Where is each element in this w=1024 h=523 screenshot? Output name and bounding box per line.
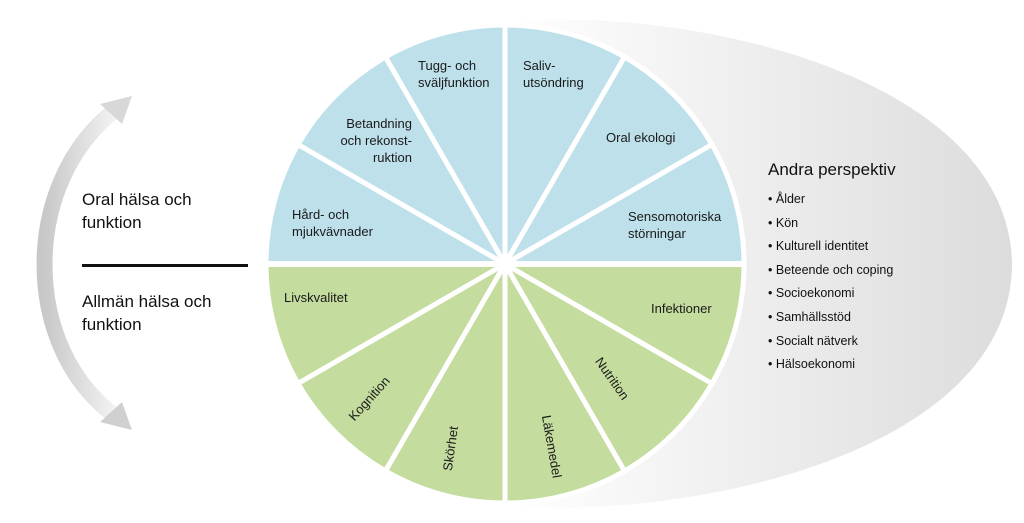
perspectives-list: • Ålder • Kön • Kulturell identitet • Be… [768, 192, 893, 381]
oral-health-heading: Oral hälsa och funktion [82, 190, 192, 232]
perspective-item: • Beteende och coping [768, 262, 894, 277]
general-health-heading: Allmän hälsa och funktion [82, 292, 212, 334]
sector-label-hard-mjukvavnader: Hård- och mjukvävnader [292, 207, 373, 239]
sector-label-oral-ekologi: Oral ekologi [606, 130, 676, 145]
sector-label-livskvalitet: Livskvalitet [284, 290, 348, 305]
perspective-item: • Kön [768, 215, 799, 230]
perspective-item: • Socioekonomi [768, 286, 855, 301]
general-sector [502, 261, 627, 506]
oral-sector [502, 22, 627, 267]
general-sector [383, 261, 508, 506]
wheel [263, 22, 747, 506]
perspective-item: • Samhällsstöd [768, 309, 851, 324]
perspective-item: • Hälsoekonomi [768, 357, 856, 372]
general-sector [502, 261, 747, 386]
general-sector [263, 261, 508, 386]
perspective-item: • Socialt nätverk [768, 333, 858, 348]
oral-sector [502, 142, 747, 267]
general-sector [502, 261, 715, 474]
sector-label-betandning: Betandning och rekonst-ruktion [340, 116, 412, 165]
divider [82, 264, 248, 267]
sector-label-tugg-svalj: Tugg- och sväljfunktion [418, 58, 490, 90]
arrow-head-down [100, 402, 132, 430]
cycle-arrow [36, 96, 132, 430]
perspectives-title: Andra perspektiv [768, 160, 896, 179]
perspective-item: • Ålder [768, 192, 806, 206]
sector-label-saliv: Saliv-utsöndring [523, 58, 584, 90]
oral-sector [383, 22, 508, 267]
oral-sector [295, 54, 508, 267]
sector-label-infektioner: Infektioner [651, 301, 712, 316]
wheel-hub [497, 256, 513, 272]
perspective-item: • Kulturell identitet [768, 239, 869, 254]
sector-label-sensomotoriska: Sensomotoriska störningar [628, 209, 722, 241]
oral-sector [502, 54, 715, 267]
arrow-head-up [100, 96, 132, 124]
oral-sector [263, 142, 508, 267]
general-sector [295, 261, 508, 474]
